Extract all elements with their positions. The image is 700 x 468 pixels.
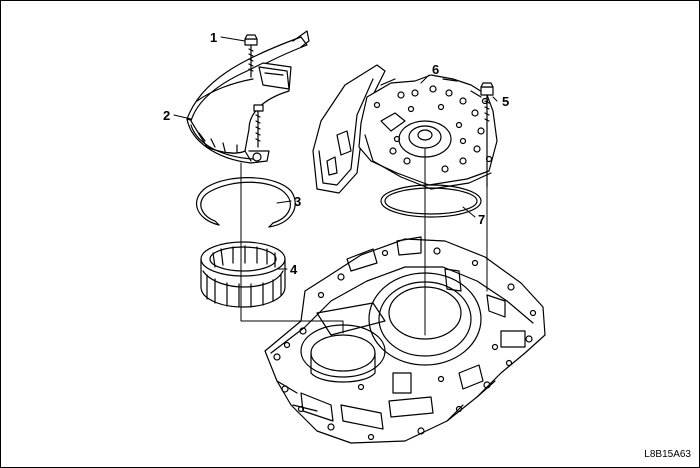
callout-6: 6 — [432, 62, 440, 77]
callout-1: 1 — [210, 30, 218, 45]
o-ring-part — [380, 184, 482, 218]
assembly-lines — [240, 148, 488, 336]
callout-3: 3 — [294, 194, 302, 209]
clutch-drum-part — [200, 241, 286, 308]
cover-bracket-part — [186, 30, 310, 164]
transmission-case-part — [264, 236, 546, 444]
bracket-bolt-part — [253, 104, 264, 148]
case-bolt-holes — [273, 247, 537, 441]
bolt-1-part — [244, 34, 258, 78]
callout-4: 4 — [290, 262, 298, 277]
callout-leaders — [173, 36, 498, 270]
snap-ring-part — [196, 177, 296, 228]
valve-body-part — [312, 64, 498, 194]
figure-code: L8B15A63 — [644, 449, 691, 460]
callout-5: 5 — [502, 94, 510, 109]
bolt-5-part — [480, 82, 494, 188]
callout-7: 7 — [478, 212, 486, 227]
callout-2: 2 — [163, 108, 171, 123]
